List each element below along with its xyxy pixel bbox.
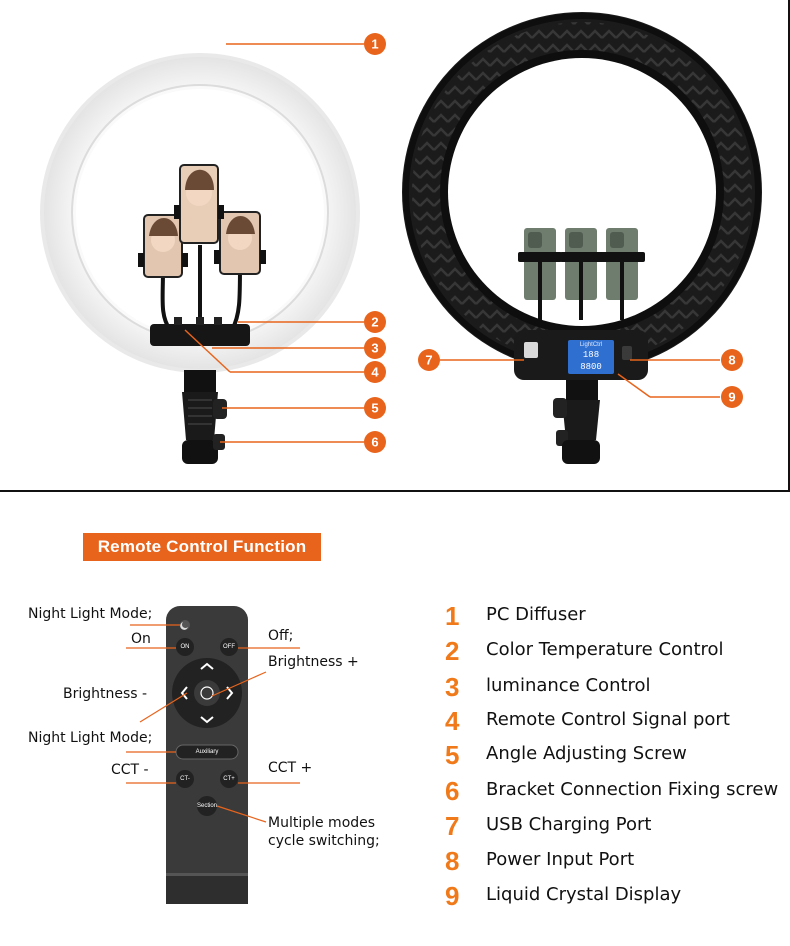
legend-item: 7 USB Charging Port	[445, 810, 785, 845]
legend-item: 4 Remote Control Signal port	[445, 705, 785, 740]
section-button-label: Section	[197, 803, 217, 809]
off-button-label: OFF	[223, 644, 235, 650]
label-night-light-bottom: Night Light Mode;	[28, 730, 153, 746]
off-button[interactable]	[220, 638, 238, 656]
ct-plus-button[interactable]	[220, 770, 238, 788]
callout-3	[364, 337, 386, 359]
legend-item: 3 luminance Control	[445, 671, 785, 706]
callout-4-label: 4	[371, 365, 379, 380]
callout-5-label: 5	[371, 401, 378, 416]
callout-4	[364, 361, 386, 383]
bulb-icon	[200, 686, 214, 700]
label-off: Off;	[268, 628, 294, 644]
callout-8	[721, 349, 743, 371]
callout-6-label: 6	[371, 435, 378, 450]
legend-text: USB Charging Port	[486, 814, 652, 835]
legend-item: 8 Power Input Port	[445, 845, 785, 880]
on-button-label: ON	[181, 644, 190, 650]
remote-callout-lines	[126, 624, 300, 823]
legend-text: Remote Control Signal port	[486, 709, 730, 730]
callout-7-label: 7	[425, 353, 432, 368]
label-cct-plus: CCT +	[268, 760, 313, 776]
legend-item: 1 PC Diffuser	[445, 600, 785, 635]
auxiliary-button-label: Auxiliary	[196, 749, 219, 755]
legend-number: 9	[445, 881, 460, 911]
legend-number: 4	[445, 706, 460, 736]
callout-9-label: 9	[728, 390, 735, 405]
remote-section-title: Remote Control Function	[83, 533, 321, 561]
lcd-line-1: 188	[583, 350, 599, 360]
callout-9	[721, 386, 743, 408]
label-on: On	[131, 631, 151, 647]
left-arrow-icon	[180, 686, 188, 700]
ct-plus-button-label: CT+	[223, 776, 235, 782]
legend-text: PC Diffuser	[486, 604, 586, 625]
legend-text: Power Input Port	[486, 849, 635, 870]
back-ring-light: LightCtrl 188 8800	[402, 12, 762, 464]
callout-8-label: 8	[728, 353, 735, 368]
callout-5	[364, 397, 386, 419]
label-cct-minus: CCT -	[111, 762, 149, 778]
legend-number: 2	[445, 636, 460, 666]
stand-mount-front	[182, 370, 227, 464]
front-ring-light	[40, 53, 360, 464]
legend-text: luminance Control	[486, 675, 651, 696]
callout-1-label: 1	[371, 37, 378, 52]
callout-badges: 1 2 3 4 5 6 7 8 9	[364, 33, 743, 453]
legend-number: 1	[445, 601, 460, 631]
legend-text: Bracket Connection Fixing screw	[486, 779, 779, 800]
callout-1	[364, 33, 386, 55]
stand-mount-back	[553, 380, 600, 464]
label-brightness-plus: Brightness +	[268, 654, 359, 670]
legend-text: Color Temperature Control	[486, 639, 724, 660]
ct-minus-button[interactable]	[176, 770, 194, 788]
legend-number: 5	[445, 740, 460, 770]
label-modes-line-2: cycle switching;	[268, 833, 380, 849]
section-button[interactable]	[197, 796, 217, 816]
legend-item: 5 Angle Adjusting Screw	[445, 739, 785, 774]
callout-2	[364, 311, 386, 333]
ct-minus-button-label: CT-	[180, 776, 190, 782]
callout-lines	[184, 43, 720, 443]
down-arrow-icon	[200, 716, 214, 724]
legend-number: 8	[445, 846, 460, 876]
legend-item: 6 Bracket Connection Fixing screw	[445, 775, 785, 810]
legend-number: 7	[445, 811, 460, 841]
label-night-light-top: Night Light Mode;	[28, 606, 153, 622]
lcd-title: LightCtrl	[580, 342, 602, 348]
callout-2-label: 2	[371, 315, 378, 330]
remote-control: ON OFF Auxiliary CT- CT+ Section	[166, 606, 248, 904]
legend-number: 6	[445, 776, 460, 806]
label-modes-line-1: Multiple modes	[268, 815, 376, 831]
on-button[interactable]	[176, 638, 194, 656]
night-light-center-button[interactable]	[194, 680, 220, 706]
label-brightness-minus: Brightness -	[63, 686, 148, 702]
legend-text: Liquid Crystal Display	[486, 884, 682, 905]
lcd-line-2: 8800	[580, 362, 602, 372]
legend-number: 3	[445, 672, 460, 702]
callout-3-label: 3	[371, 341, 378, 356]
up-arrow-icon	[200, 662, 214, 670]
phone-holders-back	[518, 228, 645, 320]
legend-item: 9 Liquid Crystal Display	[445, 880, 785, 915]
callout-6	[364, 431, 386, 453]
callout-7	[418, 349, 440, 371]
legend-item: 2 Color Temperature Control	[445, 635, 785, 670]
legend-text: Angle Adjusting Screw	[486, 743, 687, 764]
